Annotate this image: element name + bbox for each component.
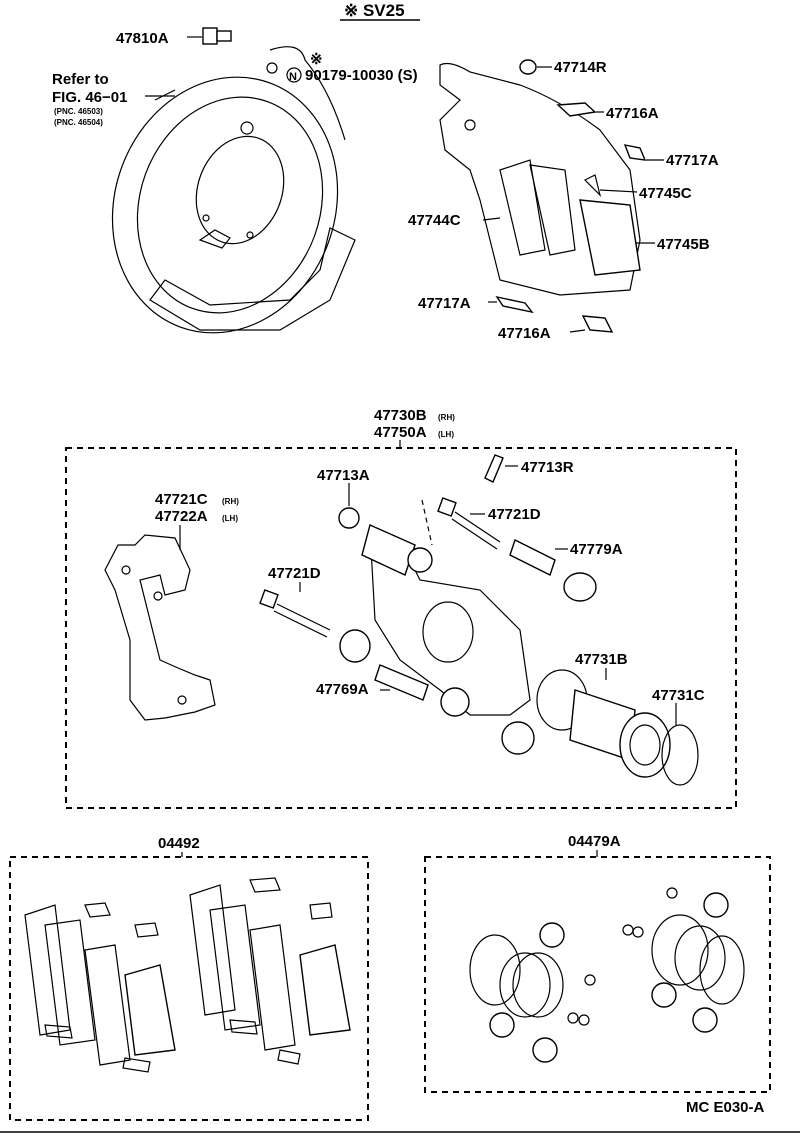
caliper-assembly-box — [65, 447, 737, 809]
bolt-47721D-lower — [259, 589, 331, 638]
bolt-47810A — [202, 27, 232, 45]
bolt-47721D-upper — [437, 497, 501, 550]
label-47731C: 47731C — [652, 687, 705, 704]
label-47717A-top: 47717A — [666, 152, 719, 169]
pad-kit-box-04492 — [9, 856, 369, 1121]
caliper-cylinder-drawing — [361, 499, 531, 717]
label-47713A: 47713A — [317, 467, 370, 484]
caliper-housing-drawing — [439, 62, 641, 296]
footer-code: MC E030-A — [686, 1099, 765, 1116]
pin-47779A — [509, 539, 597, 602]
label-47730B-side: (RH) — [438, 413, 455, 422]
label-47721D-upper: 47721D — [488, 506, 541, 523]
label-47745B: 47745B — [657, 236, 710, 253]
label-47730B: 47730B — [374, 407, 427, 424]
cap-47714R — [519, 59, 537, 75]
pad-kit-drawing — [24, 877, 351, 1073]
seal-kit-box-04479A — [424, 856, 771, 1093]
label-90179: 90179-10030 (S) — [305, 67, 418, 84]
clip-47717A-bot — [495, 295, 534, 314]
ring-47731C — [661, 724, 699, 786]
clip-47716A-bot — [581, 315, 614, 333]
n-symbol-letter: N — [289, 71, 297, 83]
label-47716A-bot: 47716A — [498, 325, 551, 342]
label-47721C-side: (RH) — [222, 497, 239, 506]
label-47713R: 47713R — [521, 459, 574, 476]
refer-pnc2: (PNC. 46504) — [54, 118, 103, 127]
seal-kit-drawing — [469, 887, 745, 1063]
label-47769A: 47769A — [316, 681, 369, 698]
label-47717A-bot: 47717A — [418, 295, 471, 312]
label-star: ※ — [310, 51, 323, 68]
piston-drawing — [569, 689, 671, 778]
label-47722A-side: (LH) — [222, 514, 238, 523]
bleeder-47713R — [484, 454, 504, 483]
nut-47713A — [338, 507, 360, 529]
label-04479A: 04479A — [568, 833, 621, 850]
label-47745C: 47745C — [639, 185, 692, 202]
refer-line1: Refer to — [52, 71, 109, 88]
label-47722A: 47722A — [155, 508, 208, 525]
label-47744C: 47744C — [408, 212, 461, 229]
diagram-title: ※ SV25 — [344, 1, 405, 20]
label-47721C: 47721C — [155, 491, 208, 508]
label-47779A: 47779A — [570, 541, 623, 558]
refer-pnc1: (PNC. 46503) — [54, 107, 103, 116]
label-47714R: 47714R — [554, 59, 607, 76]
label-47721D-lower: 47721D — [268, 565, 321, 582]
clip-47716A-top — [556, 102, 597, 117]
pin-47769A — [374, 664, 429, 701]
n-symbol — [286, 67, 302, 83]
boot-lower-left — [339, 629, 371, 663]
label-47716A-top: 47716A — [606, 105, 659, 122]
backing-plate-drawing — [111, 46, 356, 334]
label-47810A: 47810A — [116, 30, 169, 47]
label-47750A-side: (LH) — [438, 430, 454, 439]
mounting-bracket-drawing — [104, 534, 216, 721]
label-04492: 04492 — [158, 835, 200, 852]
clip-47717A-top — [623, 144, 647, 161]
refer-line2: FIG. 46−01 — [52, 89, 127, 106]
label-47750A: 47750A — [374, 424, 427, 441]
boot-lower — [501, 721, 535, 755]
label-47731B: 47731B — [575, 651, 628, 668]
